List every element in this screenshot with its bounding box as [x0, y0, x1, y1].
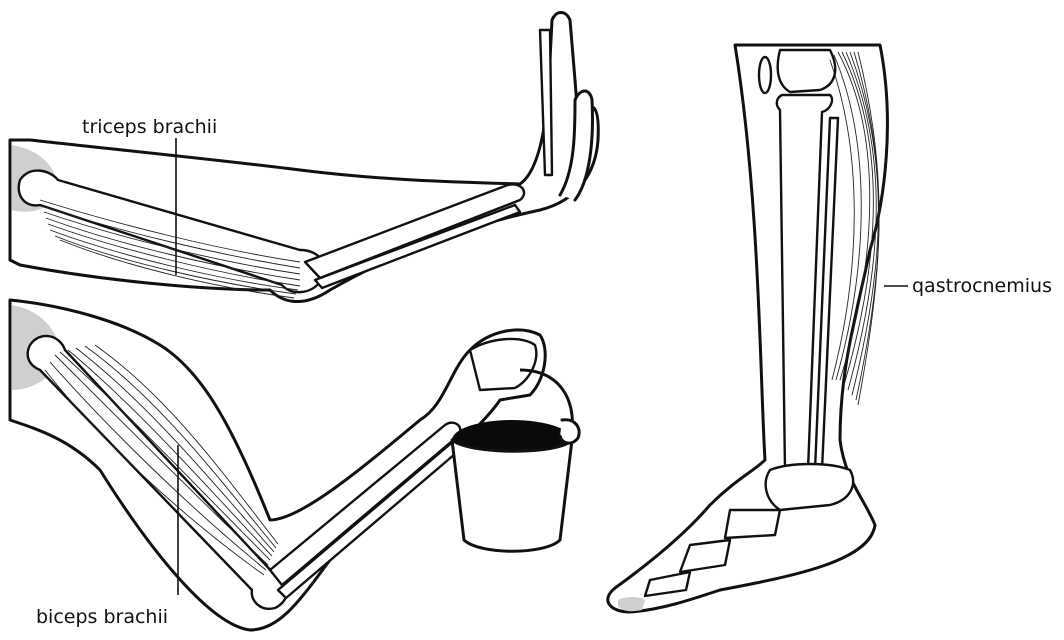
flexed-forearm-bones — [270, 423, 460, 585]
triceps-label: triceps brachii — [82, 116, 217, 138]
bucket-body — [452, 440, 572, 551]
biceps-label: biceps brachii — [36, 606, 168, 628]
extended-arm — [10, 13, 598, 302]
leg — [608, 45, 888, 612]
bucket-ear — [560, 420, 579, 443]
toe-tip — [618, 597, 645, 611]
patella — [759, 57, 771, 93]
femur-end — [778, 50, 836, 92]
gastrocnemius-label: qastrocnemius — [912, 275, 1052, 297]
